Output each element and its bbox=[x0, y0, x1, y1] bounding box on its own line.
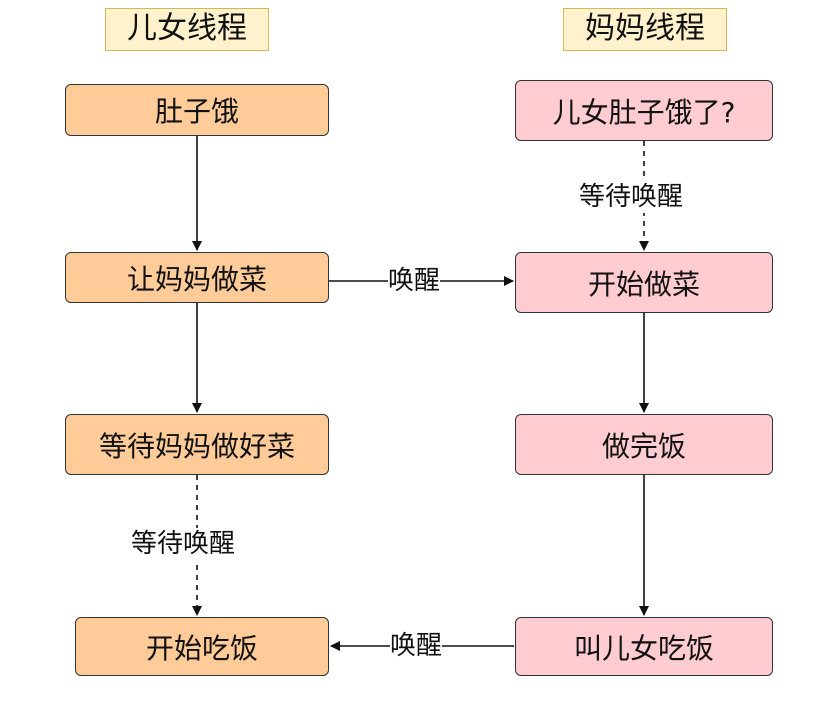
edge-label-wake-mom: 唤醒 bbox=[388, 265, 441, 297]
node-start-eating: 开始吃饭 bbox=[75, 617, 329, 676]
edge-label-child-wait: 等待唤醒 bbox=[131, 528, 236, 560]
edge-label-mom-wait: 等待唤醒 bbox=[579, 181, 684, 213]
node-start-cooking: 开始做菜 bbox=[515, 252, 773, 313]
edge-label-wake-child: 唤醒 bbox=[390, 630, 443, 662]
mom-thread-title: 妈妈线程 bbox=[563, 8, 727, 51]
node-hungry: 肚子饿 bbox=[65, 84, 329, 136]
node-wait-mom-cook: 等待妈妈做好菜 bbox=[65, 414, 329, 475]
child-thread-title: 儿女线程 bbox=[105, 8, 269, 51]
node-check-child-hungry: 儿女肚子饿了? bbox=[515, 80, 773, 141]
node-ask-mom-cook: 让妈妈做菜 bbox=[65, 252, 329, 303]
node-call-child-eat: 叫儿女吃饭 bbox=[515, 617, 773, 676]
node-finish-cooking: 做完饭 bbox=[515, 414, 773, 475]
